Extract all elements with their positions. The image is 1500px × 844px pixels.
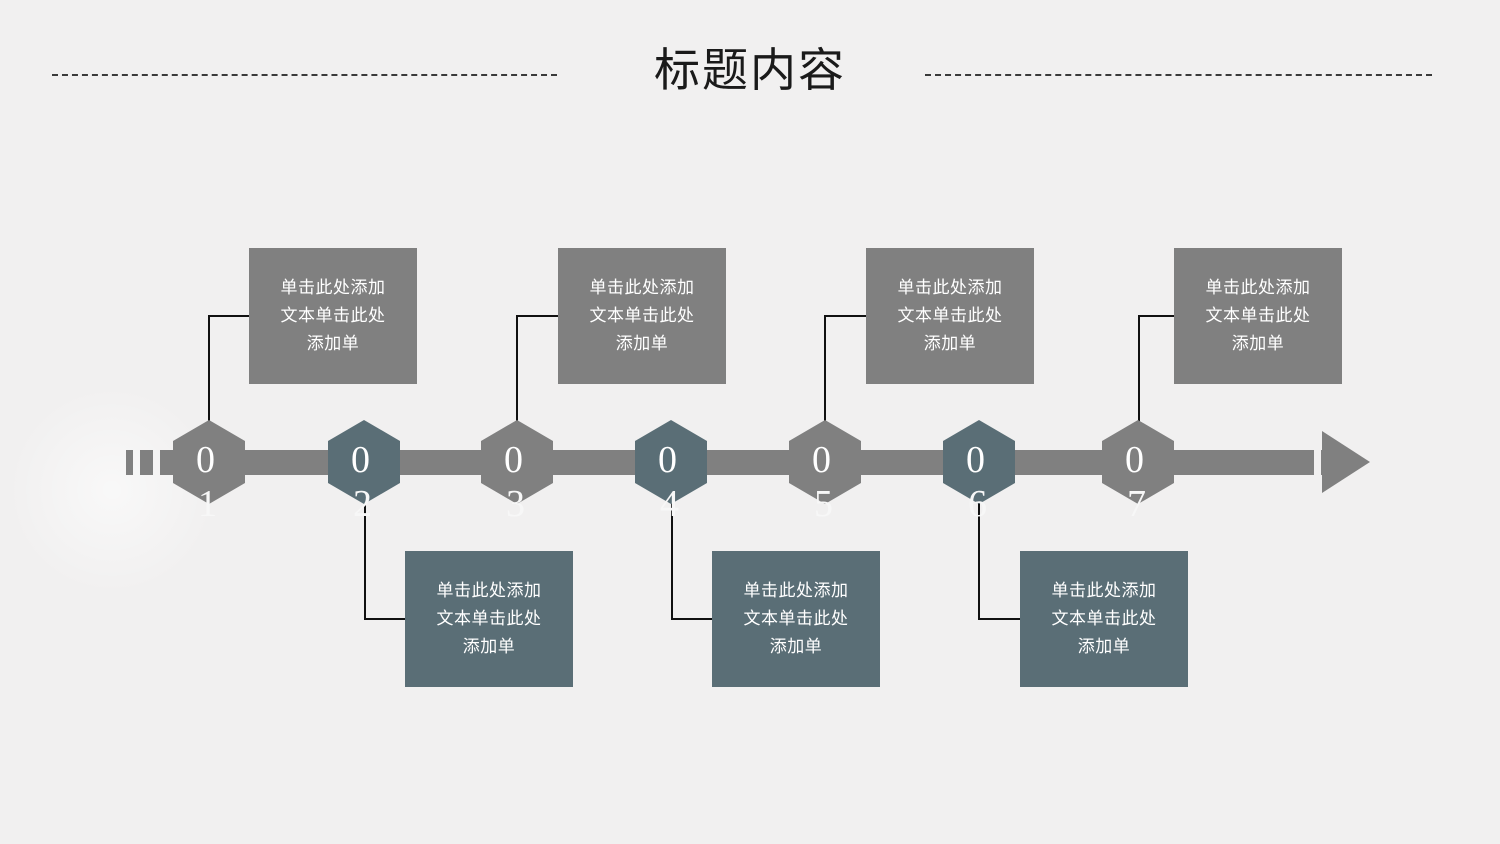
text-box-4-text: 单击此处添加文本单击此处添加单 xyxy=(743,581,849,656)
connector-vertical-1 xyxy=(208,315,210,425)
text-box-1[interactable]: 单击此处添加文本单击此处添加单 xyxy=(249,248,417,384)
text-box-5-text: 单击此处添加文本单击此处添加单 xyxy=(897,278,1003,353)
connector-horizontal-4 xyxy=(671,618,713,620)
text-box-6[interactable]: 单击此处添加文本单击此处添加单 xyxy=(1020,551,1188,687)
step-hexagon-3[interactable] xyxy=(481,420,553,504)
step-hexagon-7[interactable] xyxy=(1102,420,1174,504)
text-box-4[interactable]: 单击此处添加文本单击此处添加单 xyxy=(712,551,880,687)
step-hexagon-6[interactable] xyxy=(943,420,1015,504)
text-box-7-text: 单击此处添加文本单击此处添加单 xyxy=(1205,278,1311,353)
arrow-tail-dash-2 xyxy=(140,450,153,475)
connector-horizontal-7 xyxy=(1138,315,1180,317)
connector-vertical-7 xyxy=(1138,315,1140,425)
arrow-head-dash-2 xyxy=(1301,450,1314,475)
connector-horizontal-2 xyxy=(364,618,406,620)
title-rule-left xyxy=(52,74,557,76)
step-hexagon-2[interactable] xyxy=(328,420,400,504)
connector-horizontal-1 xyxy=(208,315,250,317)
step-hexagon-5[interactable] xyxy=(789,420,861,504)
page-title: 标题内容 xyxy=(654,44,846,96)
text-box-2-text: 单击此处添加文本单击此处添加单 xyxy=(436,581,542,656)
text-box-3[interactable]: 单击此处添加文本单击此处添加单 xyxy=(558,248,726,384)
text-box-5[interactable]: 单击此处添加文本单击此处添加单 xyxy=(866,248,1034,384)
connector-vertical-5 xyxy=(824,315,826,425)
text-box-3-text: 单击此处添加文本单击此处添加单 xyxy=(589,278,695,353)
connector-vertical-6 xyxy=(978,470,980,618)
connector-vertical-3 xyxy=(516,315,518,425)
connector-horizontal-3 xyxy=(516,315,558,317)
text-box-1-text: 单击此处添加文本单击此处添加单 xyxy=(280,278,386,353)
connector-horizontal-6 xyxy=(978,618,1020,620)
connector-vertical-2 xyxy=(364,470,366,618)
arrow-head-icon xyxy=(1322,431,1370,493)
arrow-tail-dash-1 xyxy=(126,450,133,475)
title-rule-right xyxy=(925,74,1432,76)
text-box-7[interactable]: 单击此处添加文本单击此处添加单 xyxy=(1174,248,1342,384)
step-hexagon-1[interactable] xyxy=(173,420,245,504)
text-box-2[interactable]: 单击此处添加文本单击此处添加单 xyxy=(405,551,573,687)
arrow-head-dash-1 xyxy=(1268,450,1294,475)
step-hexagon-4[interactable] xyxy=(635,420,707,504)
connector-vertical-4 xyxy=(671,470,673,618)
connector-horizontal-5 xyxy=(824,315,866,317)
text-box-6-text: 单击此处添加文本单击此处添加单 xyxy=(1051,581,1157,656)
